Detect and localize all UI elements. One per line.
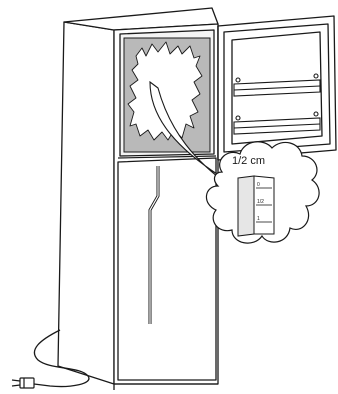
- shelf-support-left-lower: [235, 115, 241, 121]
- gauge-label-half: 1/2: [257, 199, 264, 205]
- freezer-ice: [123, 37, 211, 153]
- gauge-block-side: [237, 175, 255, 237]
- fridge-side-panel: [57, 21, 115, 385]
- power-cord-wire: [33, 329, 90, 388]
- shelf-support-right-lower: [313, 111, 319, 117]
- power-cord: [33, 329, 90, 388]
- plug-icon: [11, 377, 35, 389]
- gauge-label-1: 1: [257, 216, 260, 222]
- shelf-support-right-upper: [313, 73, 319, 79]
- thickness-label: 1/2 cm: [232, 155, 265, 167]
- shelf-support-left-upper: [235, 77, 241, 83]
- door-handle-inner: [149, 166, 159, 324]
- fridge-lower-door: [117, 157, 217, 381]
- door-shelf-lower-lip: [233, 123, 321, 129]
- ice-thickness-gauge: 0 1/2 1: [237, 175, 275, 237]
- ice-crust-inner: [127, 41, 203, 141]
- door-shelves: [233, 73, 321, 135]
- compartment-divider: [117, 155, 217, 159]
- gauge-label-0: 0: [257, 182, 260, 188]
- door-shelf-upper-lip: [233, 85, 321, 91]
